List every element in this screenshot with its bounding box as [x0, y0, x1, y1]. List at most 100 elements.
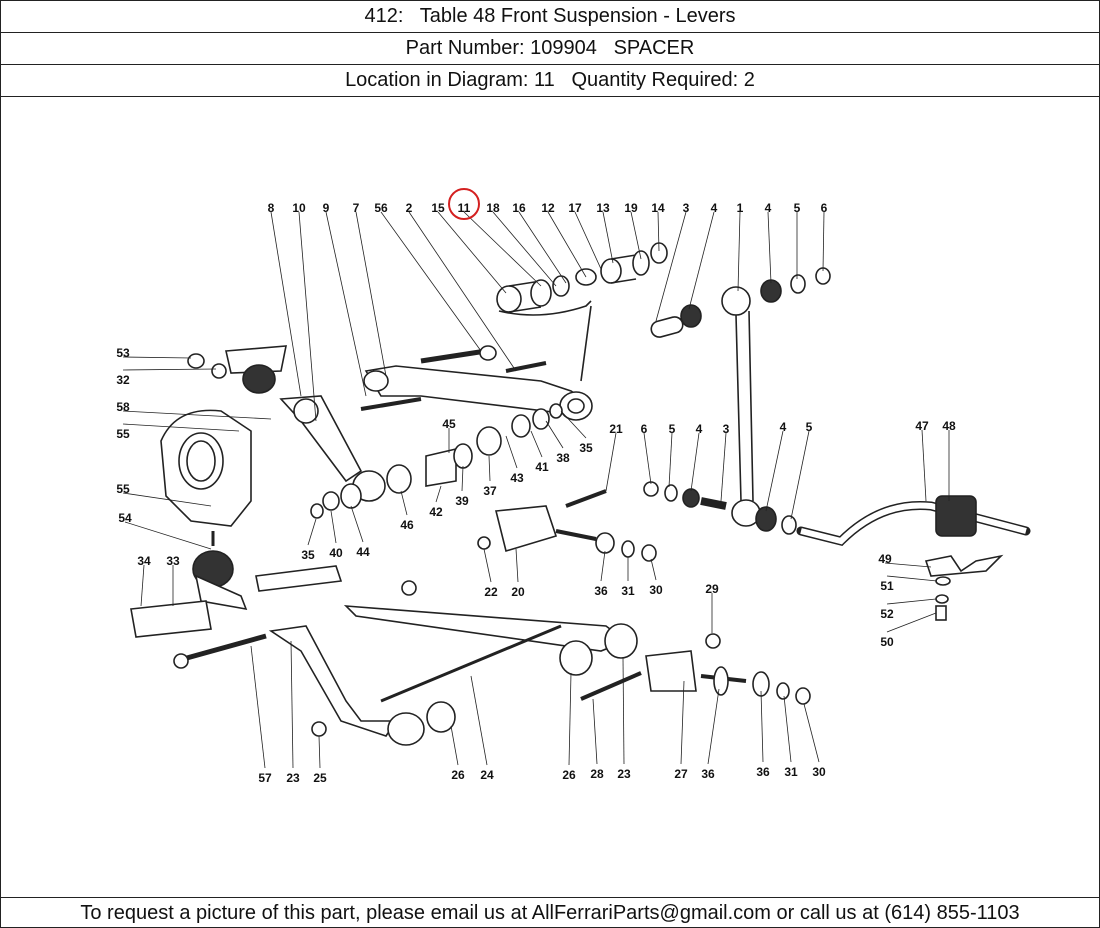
- callout-number: 23: [286, 771, 300, 785]
- page-title: 412: Table 48 Front Suspension - Levers: [364, 5, 736, 27]
- leader-line: [803, 703, 820, 763]
- callout-number: 55: [116, 427, 130, 441]
- leader-line: [470, 675, 488, 766]
- callout-number: 50: [880, 635, 894, 649]
- leader-line: [688, 211, 715, 310]
- leader-line: [657, 211, 660, 252]
- callout-number: 51: [880, 579, 894, 593]
- leader-line: [568, 672, 572, 766]
- callout-number: 31: [621, 584, 635, 598]
- leader-line: [765, 430, 784, 512]
- leader-line: [450, 725, 459, 766]
- leader-line: [140, 564, 145, 607]
- leader-line: [492, 211, 557, 287]
- callout-number: 58: [116, 400, 130, 414]
- callout-number: 34: [137, 554, 151, 568]
- callout-number: 11: [458, 201, 471, 215]
- leader-line: [737, 211, 741, 292]
- callout-number: 21: [609, 422, 623, 436]
- callout-number: 26: [562, 768, 576, 782]
- leader-line: [461, 465, 464, 492]
- leader-line: [250, 645, 266, 769]
- callout-number: 4: [765, 201, 772, 215]
- callout-number: 8: [268, 201, 275, 215]
- callout-number: 9: [323, 201, 330, 215]
- leader-line: [767, 211, 772, 284]
- callout-number: 25: [313, 771, 327, 785]
- leader-line: [822, 211, 825, 272]
- leader-line: [437, 211, 507, 294]
- leader-line: [122, 423, 240, 432]
- leader-line: [720, 432, 727, 502]
- callout-number: 41: [535, 460, 549, 474]
- callout-number: 36: [594, 584, 608, 598]
- leader-line: [505, 435, 518, 469]
- leader-line: [600, 550, 606, 582]
- callout-number: 19: [624, 201, 638, 215]
- leader-line: [515, 548, 519, 583]
- callout-number: 48: [942, 419, 956, 433]
- leader-line: [318, 735, 321, 769]
- callout-number: 27: [674, 767, 688, 781]
- leader-line: [921, 429, 927, 502]
- contact-text: To request a picture of this part, pleas…: [80, 901, 1020, 924]
- leader-line: [325, 211, 367, 397]
- leader-line: [298, 211, 317, 422]
- callout-number: 18: [486, 201, 500, 215]
- leader-line: [760, 690, 764, 763]
- leader-line: [574, 211, 602, 270]
- callout-number: 36: [756, 765, 770, 779]
- leader-lines: [122, 211, 950, 769]
- leader-line: [435, 485, 442, 503]
- leader-line: [530, 430, 543, 458]
- callout-number: 54: [118, 511, 132, 525]
- callout-number: 53: [116, 346, 130, 360]
- callout-number: 24: [480, 768, 494, 782]
- callout-number: 29: [705, 582, 719, 596]
- callout-number: 39: [455, 494, 469, 508]
- leader-line: [350, 505, 364, 543]
- leader-line: [408, 211, 517, 372]
- callout-number: 37: [483, 484, 497, 498]
- callout-number: 16: [512, 201, 526, 215]
- callout-number: 42: [429, 505, 443, 519]
- leader-line: [680, 680, 685, 765]
- callout-number: 15: [431, 201, 445, 215]
- callout-number: 17: [568, 201, 582, 215]
- highlight-circle: [448, 188, 480, 220]
- part-number-row: Part Number: 109904 SPACER: [1, 33, 1099, 65]
- leader-line: [602, 211, 614, 264]
- callout-number: 55: [116, 482, 130, 496]
- callout-number: 1: [737, 201, 744, 215]
- callout-number: 20: [511, 585, 525, 599]
- leader-line: [355, 211, 387, 377]
- callout-number: 49: [878, 552, 892, 566]
- callout-number: 57: [258, 771, 272, 785]
- callout-number: 4: [696, 422, 703, 436]
- callout-number: 31: [784, 765, 798, 779]
- part-number: Part Number: 109904 SPACER: [405, 37, 695, 59]
- callout-number: 44: [356, 545, 370, 559]
- callout-number: 7: [353, 201, 360, 215]
- callout-number: 4: [711, 201, 718, 215]
- leader-line: [690, 432, 700, 492]
- leader-line: [560, 410, 587, 439]
- callout-number: 13: [596, 201, 610, 215]
- location-info: Location in Diagram: 11 Quantity Require…: [345, 69, 755, 91]
- callout-number: 38: [556, 451, 570, 465]
- leader-line: [668, 432, 673, 488]
- location-row: Location in Diagram: 11 Quantity Require…: [1, 65, 1099, 97]
- leader-line: [655, 211, 687, 322]
- callout-number: 3: [683, 201, 690, 215]
- callout-number: 5: [669, 422, 676, 436]
- diagram-parts: [130, 242, 1031, 746]
- footer: To request a picture of this part, pleas…: [1, 897, 1099, 928]
- leader-line: [307, 518, 317, 546]
- leader-line: [790, 430, 810, 520]
- leader-line: [400, 490, 408, 516]
- callout-number: 22: [484, 585, 498, 599]
- callout-number: 23: [617, 767, 631, 781]
